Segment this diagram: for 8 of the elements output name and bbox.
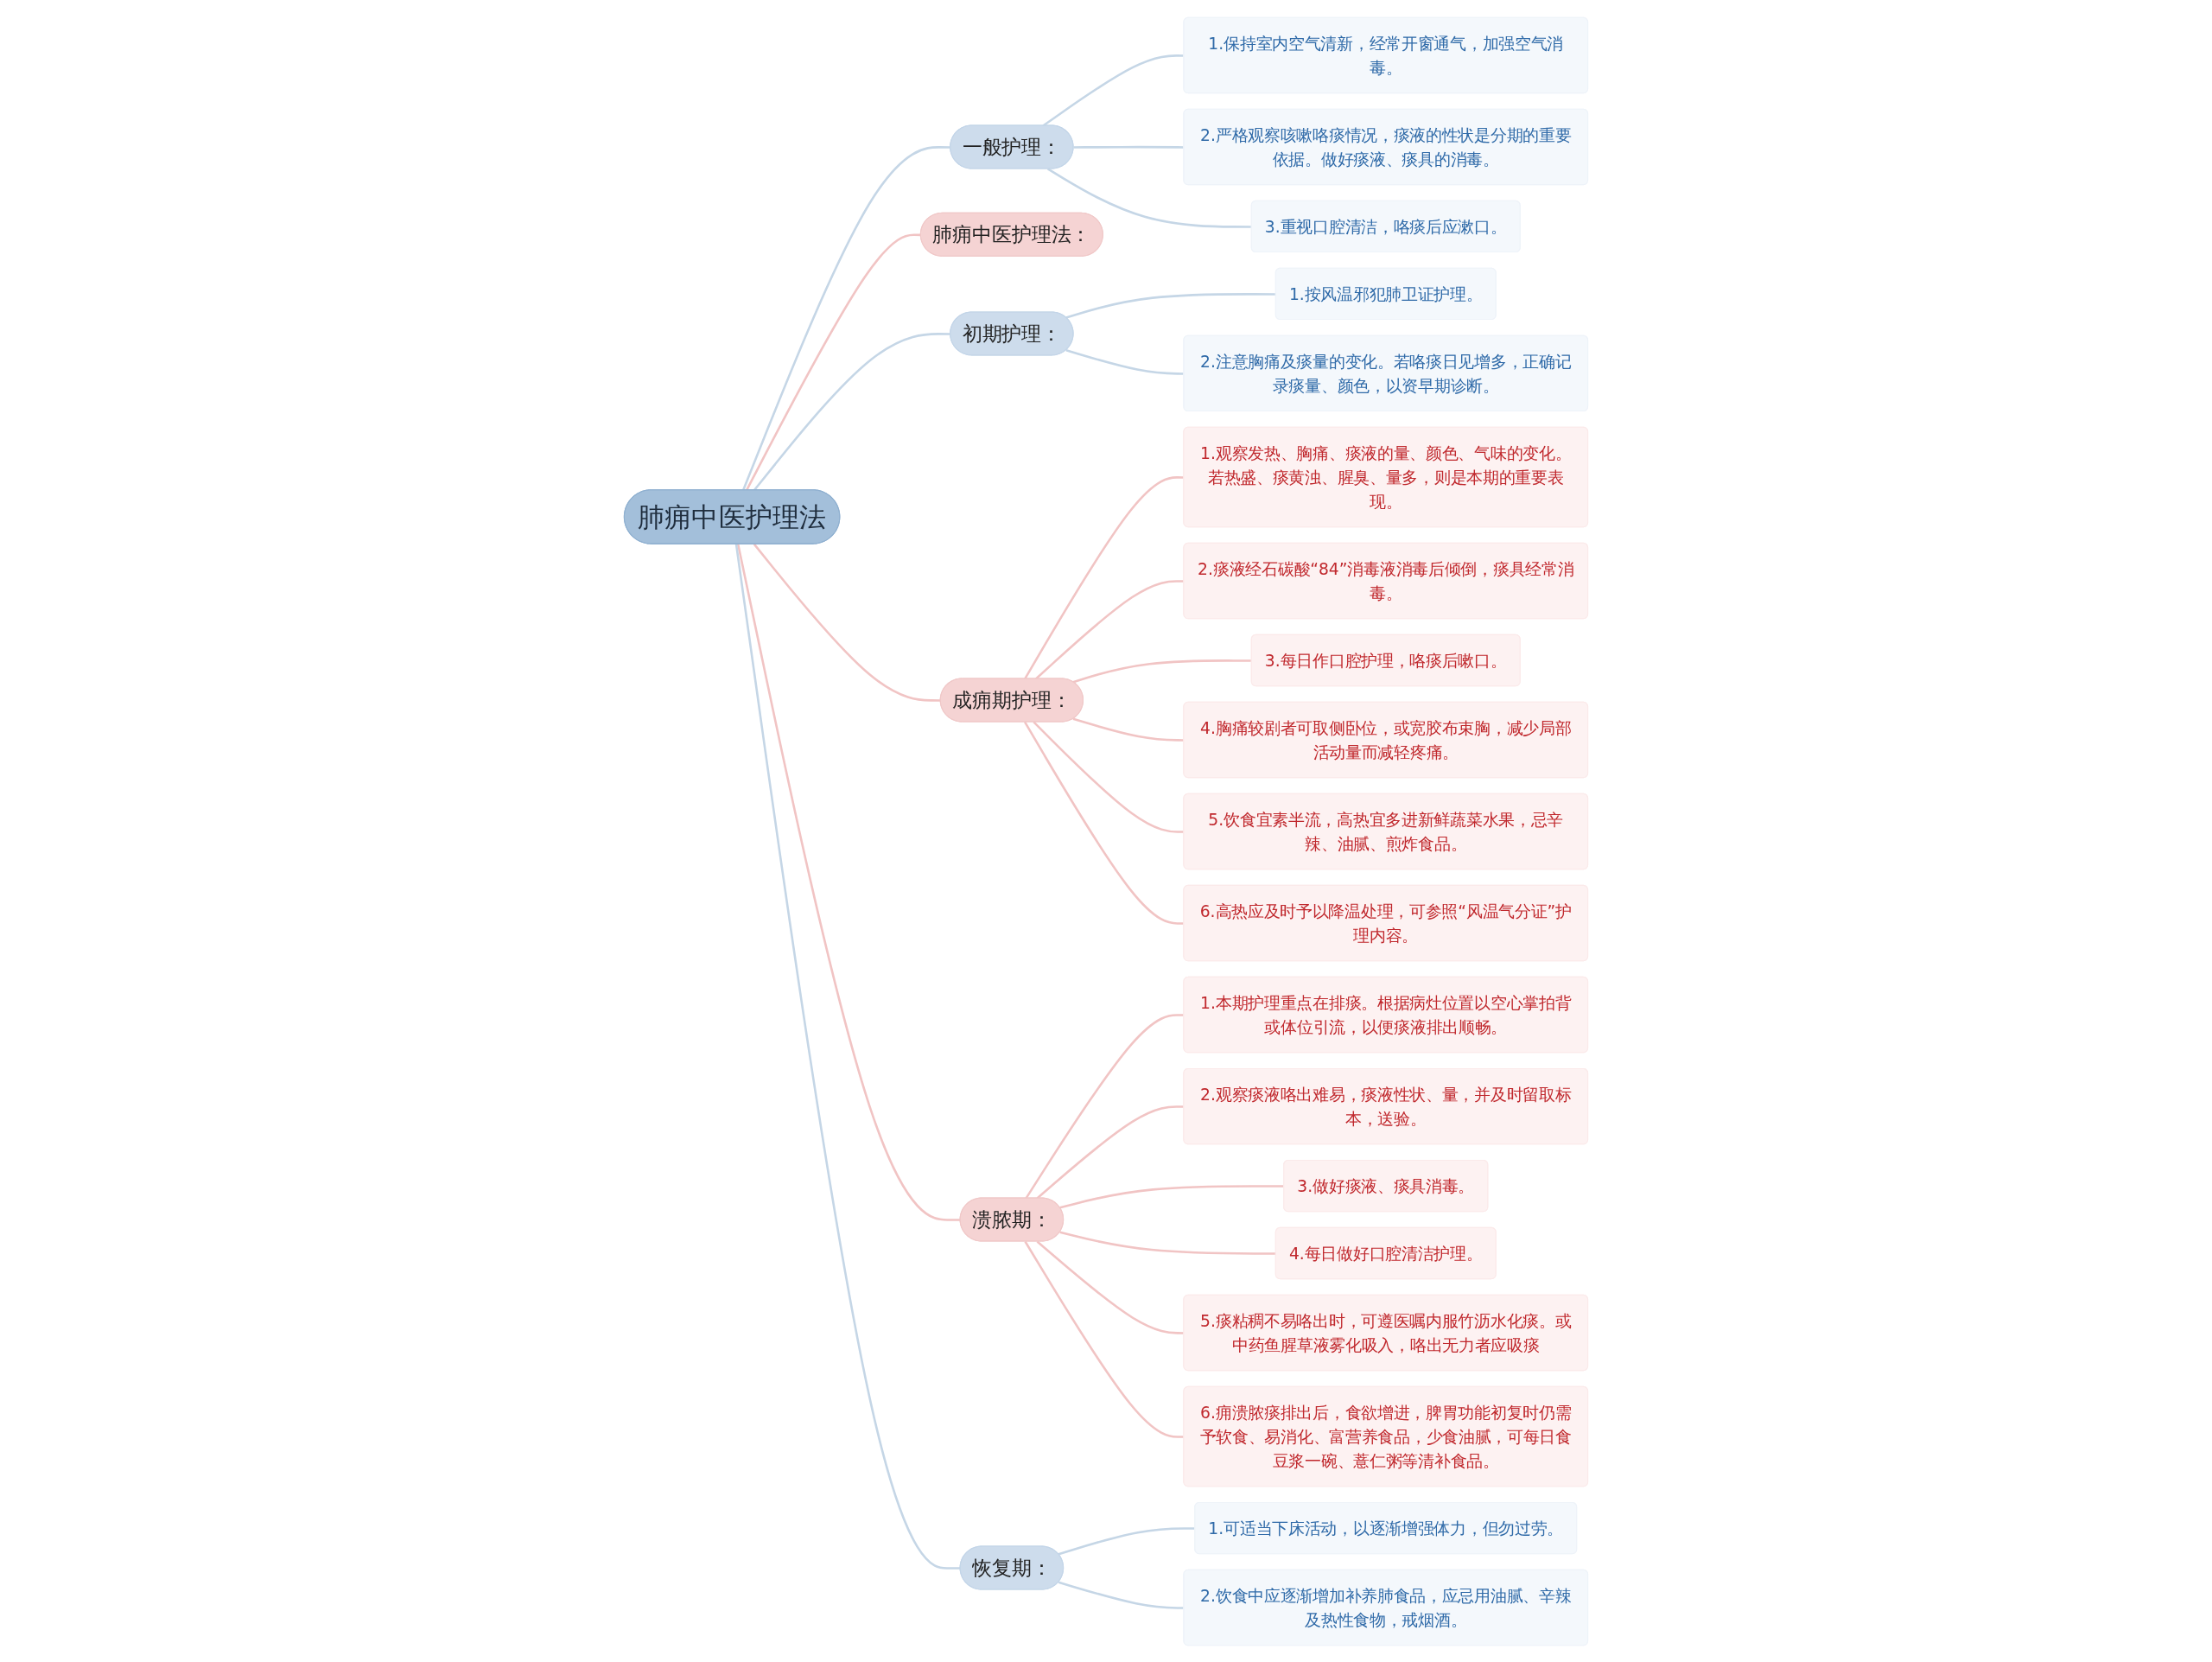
connector bbox=[736, 543, 961, 1221]
connector bbox=[734, 543, 961, 1570]
connector bbox=[745, 232, 921, 491]
connector bbox=[1059, 1230, 1276, 1255]
connector bbox=[1072, 659, 1252, 683]
connector bbox=[1065, 292, 1276, 319]
connector bbox=[1047, 167, 1252, 228]
connector bbox=[753, 543, 941, 702]
